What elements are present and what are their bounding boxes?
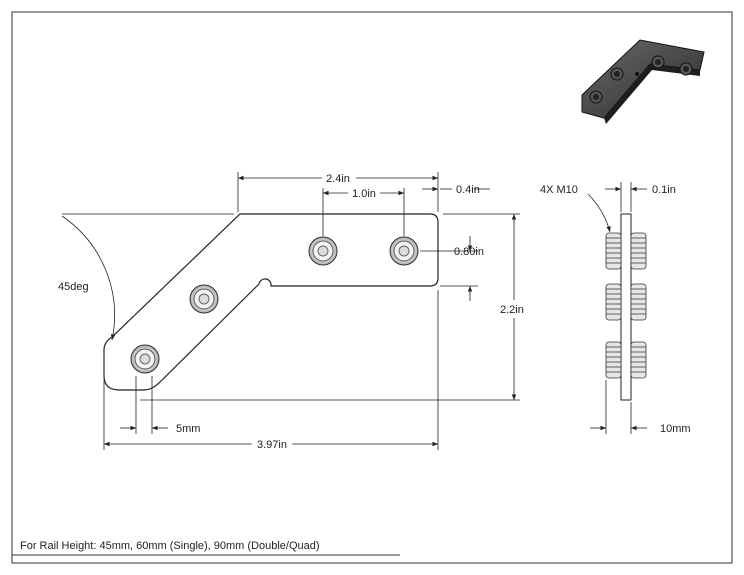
- dim-edge-offset: 0.4in: [456, 184, 480, 196]
- drawing-border: [11, 11, 733, 564]
- side-screw-3: [605, 341, 647, 379]
- screw-hole-2: [189, 284, 219, 314]
- dim-hole-row-offset: 0.80in: [454, 246, 484, 258]
- fastener-note: 4X M10: [540, 184, 578, 196]
- dim-hole-pitch: 1.0in: [352, 188, 376, 200]
- dim-bottom-offset: 5mm: [176, 423, 200, 435]
- screw-hole-1: [130, 344, 160, 374]
- footer-note: For Rail Height: 45mm, 60mm (Single), 90…: [20, 540, 320, 552]
- side-screw-1: [605, 232, 647, 270]
- screw-hole-3: [308, 236, 338, 266]
- side-view: [605, 213, 647, 401]
- bracket-outline: [103, 213, 439, 391]
- front-dimensions: [61, 172, 520, 450]
- dim-overall-width: 3.97in: [257, 439, 287, 451]
- dim-plate-thickness: 0.1in: [652, 184, 676, 196]
- side-dimensions: [587, 182, 647, 434]
- screw-hole-4: [389, 236, 419, 266]
- dim-overall-height: 2.2in: [500, 304, 524, 316]
- dim-top-span: 2.4in: [326, 173, 350, 185]
- side-screw-2: [605, 283, 647, 321]
- isometric-view: [581, 39, 705, 124]
- dim-angle: 45deg: [58, 281, 89, 293]
- side-plate: [620, 213, 632, 401]
- front-view: [103, 213, 439, 391]
- dim-screw-length: 10mm: [660, 423, 691, 435]
